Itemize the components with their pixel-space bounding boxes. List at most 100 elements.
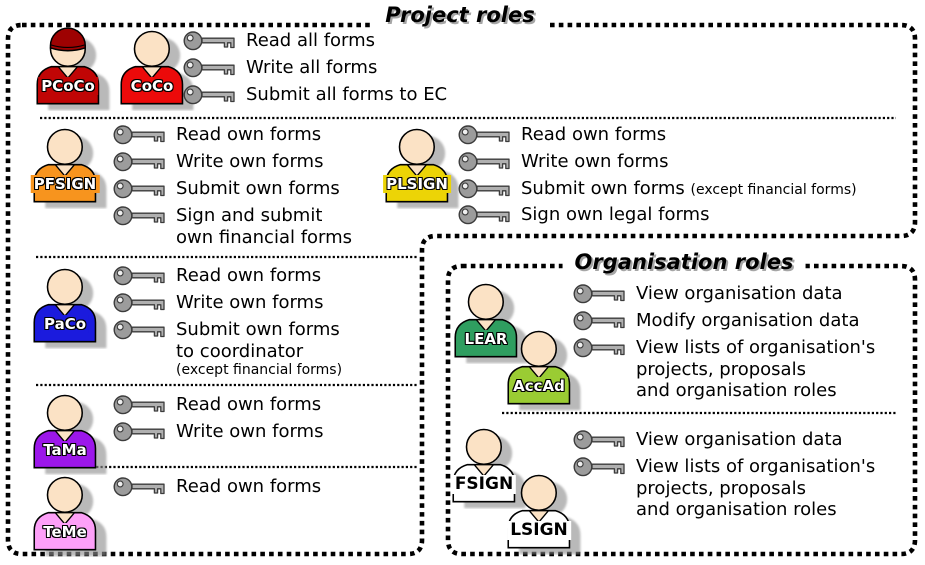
key-icon xyxy=(113,422,165,442)
permission-text: Read all forms xyxy=(246,30,376,51)
avatar-fsign: FSIGN xyxy=(450,424,536,509)
avatar-paco: PaCo xyxy=(31,264,117,349)
avatar-plsign: PLSIGN xyxy=(383,124,469,209)
permission-text: and organisation roles xyxy=(636,380,837,401)
permission-note: (except financial forms) xyxy=(690,182,857,198)
key-icon xyxy=(113,266,165,286)
permission-row: View lists of organisation's projects, p… xyxy=(573,337,875,402)
permission-text: own financial forms xyxy=(176,226,353,248)
permission-row: View organisation data xyxy=(573,283,843,305)
key-icon xyxy=(183,58,235,78)
permission-row: Sign own legal forms xyxy=(458,204,709,226)
role-label-paco: PaCo xyxy=(40,315,90,333)
permission-row: Read own forms xyxy=(113,394,321,416)
key-icon xyxy=(113,125,165,145)
permission-row: Write all forms xyxy=(183,57,377,79)
key-icon xyxy=(113,206,165,226)
permission-row: Write own forms xyxy=(113,151,323,173)
key-icon xyxy=(113,477,165,497)
key-icon xyxy=(183,85,235,105)
permission-text: Sign and submit xyxy=(176,205,323,226)
permission-text: Read own forms xyxy=(176,124,322,145)
avatar-head xyxy=(46,128,84,165)
key-icon xyxy=(113,152,165,172)
permission-text: Read own forms xyxy=(176,476,322,497)
role-label-teme: TeMe xyxy=(40,523,90,541)
organisation-roles-box-border xyxy=(445,263,918,557)
permission-row: Submit all forms to EC xyxy=(183,84,447,106)
permission-row: Read own forms xyxy=(113,124,321,146)
permission-text: View lists of organisation's xyxy=(636,456,876,477)
key-icon xyxy=(113,293,165,313)
permission-row: Read all forms xyxy=(183,30,375,52)
avatar-head xyxy=(520,474,558,511)
role-label-fsign: FSIGN xyxy=(451,475,517,494)
key-icon xyxy=(113,179,165,199)
avatar-accad: AccAd xyxy=(505,326,591,411)
permission-row: Write own forms xyxy=(113,292,323,314)
role-label-plsign: PLSIGN xyxy=(383,175,451,193)
permission-text: View organisation data xyxy=(636,283,843,304)
avatar-teme: TeMe xyxy=(31,472,117,557)
avatar-head xyxy=(467,283,505,320)
key-icon xyxy=(573,457,625,477)
key-icon xyxy=(573,430,625,450)
permission-text: to coordinator xyxy=(176,340,304,362)
avatar-head xyxy=(46,394,84,431)
permission-row: Sign and submit own financial forms xyxy=(113,205,352,248)
role-label-lear: LEAR xyxy=(461,330,511,348)
role-label-coco: CoCo xyxy=(127,77,177,95)
permission-row: View lists of organisation's projects, p… xyxy=(573,456,875,521)
permission-text: Write own forms xyxy=(176,292,324,313)
avatar-coco: CoCo xyxy=(118,26,204,111)
key-icon xyxy=(573,311,625,331)
avatar-lear: LEAR xyxy=(452,279,538,364)
permission-row: Modify organisation data xyxy=(573,310,859,332)
permission-row: Submit own forms xyxy=(113,178,340,200)
avatar-lsign: LSIGN xyxy=(505,470,591,555)
key-icon xyxy=(113,320,165,340)
permission-text: projects, proposals xyxy=(636,358,806,380)
permission-text: Modify organisation data xyxy=(636,310,860,331)
key-icon xyxy=(573,284,625,304)
permission-text: Sign own legal forms xyxy=(521,204,710,225)
permission-text: Submit all forms to EC xyxy=(246,84,448,105)
permission-text: View lists of organisation's xyxy=(636,337,876,358)
permission-row: View organisation data xyxy=(573,429,843,451)
permission-text: Read own forms xyxy=(176,394,322,415)
avatar-head xyxy=(520,330,558,367)
role-label-pfsign: PFSIGN xyxy=(30,175,100,193)
avatar-tama: TaMa xyxy=(31,390,117,475)
permission-note: (except financial forms) xyxy=(176,362,343,378)
organisation-roles-title: Organisation roles xyxy=(562,247,806,277)
permission-row: Read own forms xyxy=(458,124,666,146)
key-icon xyxy=(458,152,510,172)
role-label-tama: TaMa xyxy=(40,441,90,459)
avatar-pcoco: PCoCo xyxy=(34,26,120,111)
key-icon xyxy=(458,125,510,145)
permission-text: Submit own forms xyxy=(176,178,340,199)
key-icon xyxy=(113,395,165,415)
permission-text: Submit own forms xyxy=(521,178,685,199)
key-icon xyxy=(183,31,235,51)
role-label-lsign: LSIGN xyxy=(507,521,571,540)
project-roles-box-border xyxy=(5,22,918,557)
permission-row: Write own forms xyxy=(458,151,668,173)
avatar-hat-band xyxy=(50,44,86,49)
role-label-accad: AccAd xyxy=(510,377,568,395)
permission-text: Read own forms xyxy=(176,265,322,286)
key-icon xyxy=(458,179,510,199)
permission-text: Write own forms xyxy=(176,151,324,172)
project-roles-title: Project roles xyxy=(373,0,547,30)
permission-text: Write all forms xyxy=(246,57,378,78)
avatar-head xyxy=(46,268,84,305)
permission-text: projects, proposals xyxy=(636,477,806,499)
permission-text: View organisation data xyxy=(636,429,843,450)
permission-text: Submit own forms xyxy=(176,319,340,340)
permission-text: Read own forms xyxy=(521,124,667,145)
key-icon xyxy=(458,205,510,225)
avatar-head xyxy=(46,476,84,513)
avatar-pfsign: PFSIGN xyxy=(30,124,117,209)
role-label-pcoco: PCoCo xyxy=(38,77,98,95)
